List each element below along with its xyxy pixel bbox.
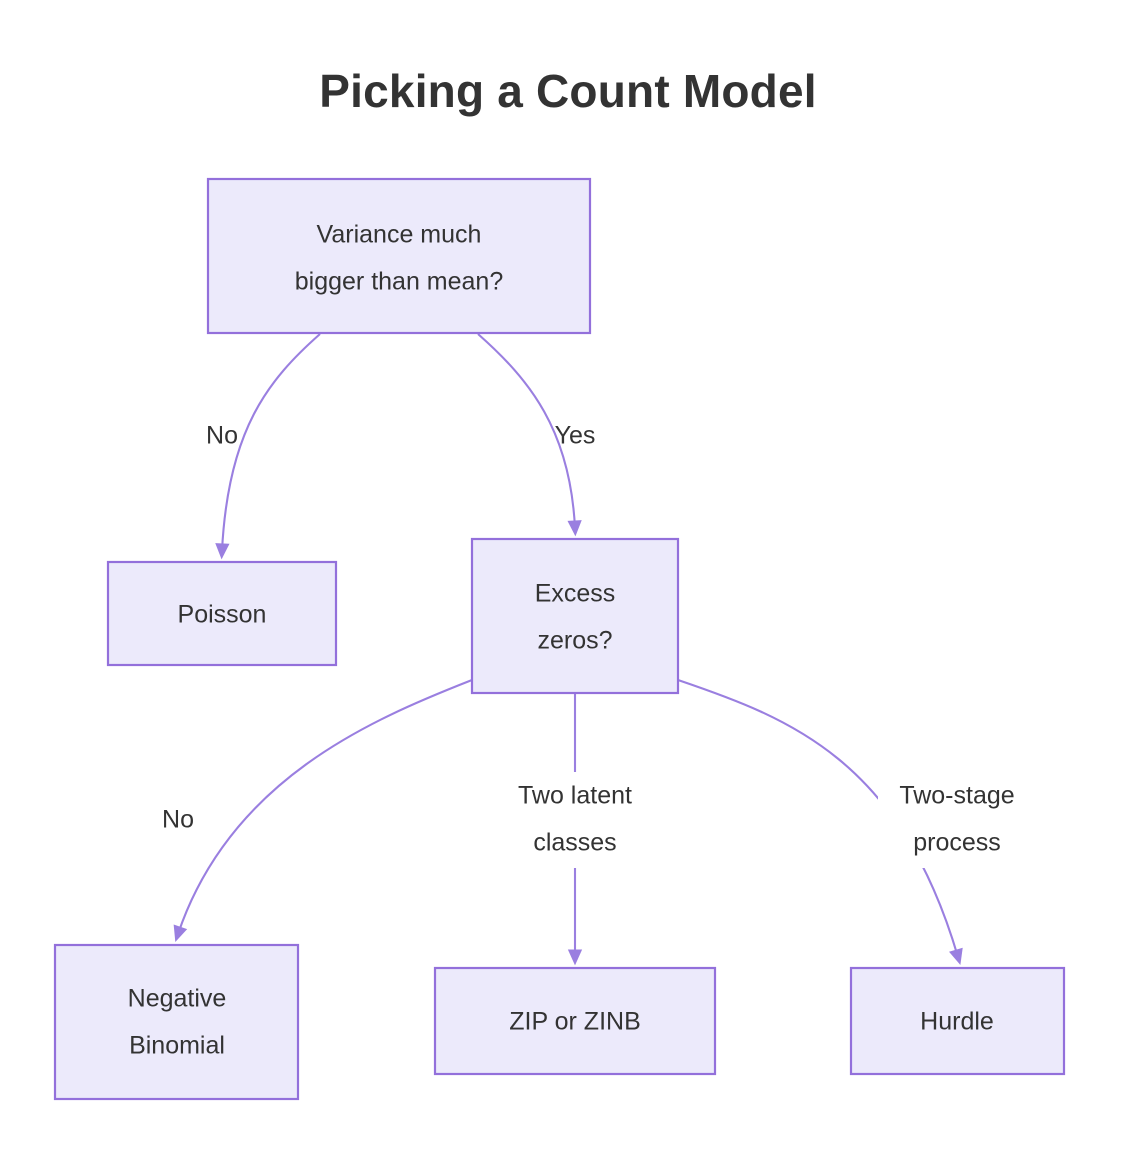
node-excess-zeros[interactable]: Excess zeros? (470, 537, 680, 695)
edge-label-e5-line1: Two-stage (899, 782, 1014, 810)
node-label-negative-binomial-line1: Negative (128, 985, 227, 1013)
node-label-variance-line2: bigger than mean? (295, 268, 503, 296)
edge-excess-zeros-to-zip-zinb: Two latent classes (498, 693, 652, 966)
page-title: Picking a Count Model (319, 65, 817, 117)
node-label-excess-zeros-line1: Excess (535, 580, 616, 608)
edge-label-e4-backdrop (498, 772, 652, 868)
node-zip-or-zinb[interactable]: ZIP or ZINB (433, 966, 717, 1076)
edge-label-e5-line2: process (913, 829, 1001, 857)
edge-label-e1-line1: No (206, 422, 238, 450)
node-rect-excess-zeros[interactable] (470, 537, 680, 695)
edge-path-no-negative-binomial (173, 679, 473, 942)
node-variance-much-bigger-than-mean[interactable]: Variance much bigger than mean? (206, 177, 592, 335)
edge-excess-zeros-to-hurdle: Two-stage process (677, 679, 1036, 966)
node-rect-zip-zinb[interactable] (433, 966, 717, 1076)
node-hurdle[interactable]: Hurdle (849, 966, 1066, 1076)
edge-path-yes-excess-zeros (477, 333, 582, 537)
edge-path-two-stage-process (677, 679, 963, 966)
node-label-negative-binomial-line2: Binomial (129, 1032, 225, 1060)
edge-label-e3-line1: No (162, 806, 194, 834)
node-label-excess-zeros-line2: zeros? (537, 627, 612, 655)
edge-label-e2-line1: Yes (555, 422, 596, 450)
node-rect-poisson[interactable] (106, 560, 338, 667)
node-label-zip-zinb-line1: ZIP or ZINB (509, 1008, 641, 1036)
edge-variance-to-excess-zeros: Yes (477, 333, 596, 537)
node-label-variance-line1: Variance much (317, 221, 482, 249)
edge-variance-to-poisson: No (206, 333, 321, 560)
node-rect-hurdle[interactable] (849, 966, 1066, 1076)
node-negative-binomial[interactable]: Negative Binomial (53, 943, 300, 1101)
edge-excess-zeros-to-negative-binomial: No (162, 679, 473, 942)
node-rect-negative-binomial[interactable] (53, 943, 300, 1101)
edge-label-e4-line2: classes (533, 829, 616, 857)
edge-label-e4-line1: Two latent (518, 782, 632, 810)
edge-label-e5-backdrop (878, 772, 1036, 868)
edge-path-no-poisson (215, 333, 321, 560)
node-label-hurdle-line1: Hurdle (920, 1008, 994, 1036)
node-poisson[interactable]: Poisson (106, 560, 338, 667)
node-label-poisson-line1: Poisson (178, 601, 267, 629)
node-rect-variance[interactable] (206, 177, 592, 335)
